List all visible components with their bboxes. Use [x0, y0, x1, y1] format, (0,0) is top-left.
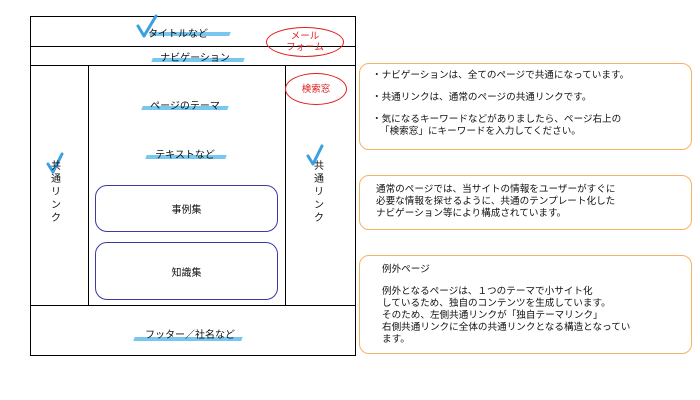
- check-icon: [306, 144, 324, 166]
- footer-label: フッター／社名など: [145, 330, 235, 341]
- search-box-label: 検索窓: [301, 83, 331, 95]
- note-line: ナビゲーション等により構成されています。: [376, 208, 567, 219]
- note-line: 通常のページでは、当サイトの情報をユーザーがすぐに: [376, 184, 616, 195]
- note-line: 「検索窓」にキーワードを入力してください。: [380, 126, 581, 137]
- frame-left: [30, 16, 31, 356]
- knowledge-label: 知識集: [171, 267, 202, 279]
- note-line: 必要な情報を探せるように、共通のテンプレート化した: [376, 196, 616, 207]
- right-common-link-label: 共通リンク: [314, 161, 324, 224]
- case-studies-label: 事例集: [171, 205, 202, 216]
- note-line: 例外となるページは、１つのテーマで小サイト化: [382, 286, 593, 297]
- divider-nav: [30, 65, 356, 66]
- case-studies-box[interactable]: 事例集: [95, 185, 278, 232]
- note-title: 例外ページ: [382, 264, 430, 275]
- note-normal-pages: 通常のページでは、当サイトの情報をユーザーがすぐに 必要な情報を探せるように、共…: [359, 175, 692, 230]
- text-area-label: テキストなど: [155, 150, 215, 161]
- page-theme-label: ページのテーマ: [150, 101, 220, 112]
- title-area-label: タイトルなど: [148, 29, 208, 40]
- note-line: ・ナビゲーションは、全てのページで共通になっています。: [372, 70, 630, 81]
- note-line: しているため、独自のコンテンツを生成しています。: [382, 298, 611, 309]
- knowledge-box[interactable]: 知識集: [95, 242, 278, 300]
- mail-form-line: フォーム: [286, 42, 324, 53]
- check-icon: [136, 14, 158, 38]
- check-icon: [46, 152, 64, 174]
- note-common-elements: ・ナビゲーションは、全てのページで共通になっています。 ・共通リンクは、通常のペ…: [359, 63, 692, 150]
- frame-right: [355, 16, 356, 356]
- divider-right-column: [285, 65, 286, 306]
- note-exception-pages: 例外ページ 例外となるページは、１つのテーマで小サイト化 しているため、独自のコ…: [359, 255, 692, 354]
- frame-top: [30, 16, 356, 17]
- left-common-link-label: 共通リンク: [51, 161, 61, 224]
- mail-form-ellipse: メール フォーム: [266, 27, 344, 57]
- divider-title: [30, 46, 356, 47]
- frame-bottom: [30, 355, 356, 356]
- divider-left-column: [88, 65, 89, 306]
- navigation-label: ナビゲーション: [160, 53, 230, 64]
- search-box-ellipse: 検索窓: [285, 73, 347, 105]
- divider-footer: [30, 305, 356, 306]
- note-line: ・共通リンクは、通常のページの共通リンクです。: [372, 92, 592, 103]
- note-line: 右側共通リンクに全体の共通リンクとなる構造となってい: [382, 322, 631, 333]
- note-line: ます。: [382, 334, 410, 345]
- mail-form-line: メール: [290, 31, 320, 42]
- note-line: そのため、左側共通リンクが「独自テーマリンク」: [382, 310, 603, 321]
- note-line: ・気になるキーワードなどがありましたら、ページ右上の: [372, 114, 622, 125]
